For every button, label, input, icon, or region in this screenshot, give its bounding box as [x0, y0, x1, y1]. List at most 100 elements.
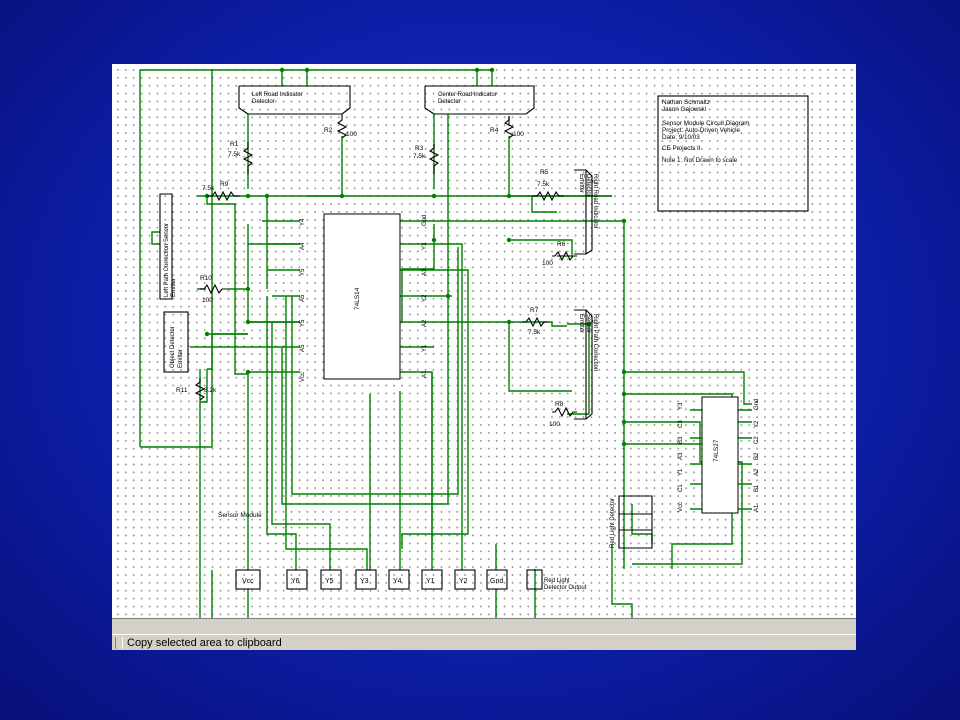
chip1-right-pin-1: Gnd	[422, 215, 428, 226]
chip2-right-pin-1: Gnd	[754, 399, 760, 410]
horizontal-scrollbar[interactable]	[112, 618, 856, 635]
chip1-right-pin-2: Y3	[422, 242, 428, 250]
red-light-output-label-1: Red Light	[544, 578, 570, 584]
right-road-emitter-label-1: Right Road Indicator	[592, 174, 598, 229]
chip2-left-pin-6: C1	[678, 484, 684, 492]
chip-74ls27: 74LS27 Y3 C3 B3 A3 Y1 C1 Vcc Gnd Y2 C2 B…	[678, 399, 760, 512]
chip1-left-pin-7: Vcc	[300, 372, 306, 382]
output-y2: Y2	[459, 578, 468, 585]
chip1-right-pin-5: A2	[422, 319, 428, 327]
chip1-left-pin-2: A4	[300, 242, 306, 250]
r3-value: 7.5k	[413, 153, 426, 160]
left-road-detector-label-2: Detector	[252, 99, 275, 105]
title-line-6: CE Projects II	[662, 145, 701, 152]
chip2-right-pin-2: Y2	[754, 420, 760, 428]
chip1-left-pin-4: A5	[300, 294, 306, 302]
chip-74ls27-label: 74LS27	[713, 439, 720, 462]
left-path-sensor-label-1: Left Path Correction Sensor	[164, 223, 170, 297]
red-light-detector-label: Red Light Detector	[610, 498, 616, 548]
chip2-right-pin-6: B1	[754, 484, 760, 492]
output-terminal-labels: Vcc Y6 Y5 Y3 Y4 Y1 Y2 Gnd	[242, 578, 503, 585]
chip1-left-pin-3: Y5	[300, 268, 306, 276]
chip2-right-pin-7: A1	[754, 504, 760, 512]
r7-value: 7.5k	[528, 329, 541, 336]
output-y3: Y3	[360, 578, 369, 585]
r5-name: R5	[540, 169, 549, 176]
center-road-detector-label-1: Center Road Indicator	[438, 92, 497, 98]
output-vcc: Vcc	[242, 578, 254, 585]
r8-name: R8	[555, 401, 564, 408]
r2-name: R2	[324, 127, 333, 134]
wires	[139, 69, 752, 618]
title-line-3: Sensor Module Circuit Diagram	[662, 120, 750, 127]
chip-74ls14-label: 74LS14	[354, 287, 361, 310]
chip2-left-pin-5: Y1	[678, 468, 684, 476]
right-road-emitter-label-3: Emitter	[578, 174, 584, 193]
chip2-right-pin-3: C2	[754, 436, 760, 444]
title-line-7: Note 1: Not Drawn to scale	[662, 157, 738, 164]
status-bar: Copy selected area to clipboard	[112, 634, 856, 650]
chip1-right-pin-6: Y1	[422, 344, 428, 352]
r11-name: R11	[176, 387, 188, 394]
r1-name: R1	[230, 141, 239, 148]
title-line-2: Jason Gajowski	[662, 106, 706, 113]
chip1-right-pin-3: A3	[422, 268, 428, 276]
chip2-left-pin-3: B3	[678, 436, 684, 444]
center-road-detector-label-2: Detector	[438, 99, 461, 105]
schematic-window: Left Road Indicator Detector Center Road…	[112, 64, 856, 650]
right-path-emitter-label-1: Right Path Correction	[592, 314, 598, 371]
output-y1: Y1	[426, 578, 435, 585]
object-detector-label-1: Object Detector	[170, 326, 176, 368]
output-y4: Y4	[393, 578, 402, 585]
chip1-left-pin-1: Y4	[300, 218, 306, 226]
r6-value: 100	[542, 260, 553, 267]
title-block: Nathan Schmaltz Jason Gajowski Sensor Mo…	[662, 99, 750, 164]
detector-labels: Left Road Indicator Detector Center Road…	[164, 92, 616, 591]
r10-name: R10	[200, 275, 212, 282]
chip1-left-pin-5: Y5	[300, 319, 306, 327]
chip2-right-pin-4: B2	[754, 452, 760, 460]
right-road-emitter-label-2: Detector	[585, 174, 591, 197]
r3-name: R3	[415, 145, 424, 152]
chip2-left-pin-2: C3	[678, 420, 684, 428]
r4-name: R4	[490, 127, 499, 134]
left-path-sensor-label-2: Emitter	[171, 278, 177, 297]
components	[159, 85, 809, 590]
chip2-left-pin-7: Vcc	[678, 502, 684, 512]
title-line-4: Project: Auto-Driven Vehicle	[662, 127, 741, 134]
chip1-right-pin-7: A1	[422, 370, 428, 378]
r7-name: R7	[530, 307, 539, 314]
r4-value: 100	[513, 131, 524, 138]
chip2-left-pin-1: Y3	[678, 402, 684, 410]
output-y5: Y5	[325, 578, 334, 585]
title-line-1: Nathan Schmaltz	[662, 99, 710, 106]
output-gnd: Gnd	[490, 578, 503, 585]
resistor-labels: R1 7.5k R2 100 R3 7.5k R4 100 R5 7.5k R6…	[176, 127, 566, 428]
red-light-output-label-2: Detector Output	[544, 585, 587, 591]
object-detector-label-2: Emitter	[178, 349, 184, 368]
r1-value: 7.5k	[228, 151, 241, 158]
r9-name: R9	[220, 181, 229, 188]
junctions	[204, 67, 627, 447]
left-road-detector-label-1: Left Road Indicator	[252, 92, 303, 98]
r11-value: 8.2k	[204, 387, 217, 394]
chip-74ls14: 74LS14 Y4 A4 Y5 A5 Y5 A5 Vcc Gnd Y3 A3 Y…	[300, 215, 428, 382]
r9-value: 7.5k	[202, 185, 215, 192]
output-y6: Y6	[291, 578, 300, 585]
r10-value: 100	[202, 297, 213, 304]
status-message: Copy selected area to clipboard	[127, 637, 282, 649]
chip1-right-pin-4: Y2	[422, 294, 428, 302]
right-path-emitter-label-2: Sensor	[585, 314, 591, 333]
status-grip	[115, 637, 123, 649]
sensor-module-label: Sensor Module	[218, 512, 262, 519]
schematic-canvas[interactable]: Left Road Indicator Detector Center Road…	[112, 64, 856, 618]
title-line-5: Date: 9/10/03	[662, 134, 700, 141]
chip2-right-pin-5: A2	[754, 468, 760, 476]
r8-value: 100	[549, 421, 560, 428]
r5-value: 7.5k	[537, 181, 550, 188]
r6-name: R6	[557, 241, 566, 248]
right-path-emitter-label-3: Emitter	[578, 314, 584, 333]
circuit-diagram: Left Road Indicator Detector Center Road…	[139, 67, 809, 618]
chip1-left-pin-6: A5	[300, 344, 306, 352]
r2-value: 100	[346, 131, 357, 138]
